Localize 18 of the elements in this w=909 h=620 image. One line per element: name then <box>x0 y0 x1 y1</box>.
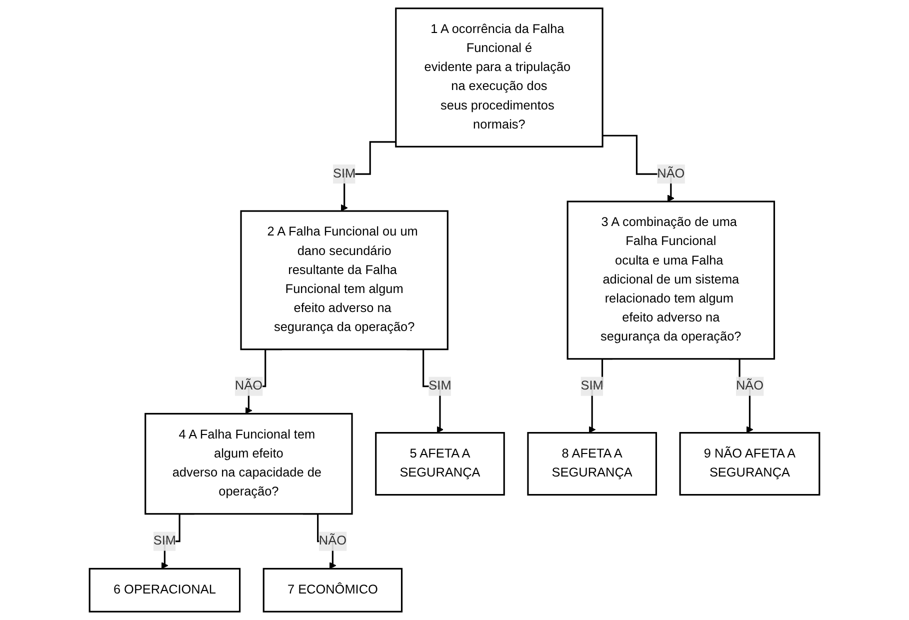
node-box: 3 A combinação de uma Falha Funcional oculta e uma Falha adicional de um sistema relacionado tem algum efeito adverso na segurança da operação? <box>566 200 776 360</box>
edge-label: SIM <box>428 379 452 393</box>
node-box: 5 AFETA A SEGURANÇA <box>375 432 505 496</box>
arrow <box>340 141 396 212</box>
edge-label: NÃO <box>736 379 764 393</box>
node-box: 7 ECONÔMICO <box>262 568 403 612</box>
node-box: 6 OPERACIONAL <box>88 568 241 612</box>
edge-label: NÃO <box>234 379 262 393</box>
edge-label: SIM <box>333 166 356 180</box>
edge-label: SIM <box>580 379 604 393</box>
node-box: 8 AFETA A SEGURANÇA <box>527 432 657 496</box>
node-box: 9 NÃO AFETA A SEGURANÇA <box>679 432 820 496</box>
node-box: 4 A Falha Funcional tem algum efeito adverso na capacidade de operação? <box>144 412 353 515</box>
edge-label: NÃO <box>657 166 685 180</box>
node-box: 2 A Falha Funcional ou um dano secundário resultante da Falha Funcional tem algum efeito adverso na segurança da operação? <box>240 210 448 350</box>
edge-label: NÃO <box>318 534 346 548</box>
node-box: 1 A ocorrência da Falha Funcional é evidente para a tripulação na execução dos seus procedimentos normais? <box>395 8 604 148</box>
edge-label: SIM <box>153 534 176 548</box>
